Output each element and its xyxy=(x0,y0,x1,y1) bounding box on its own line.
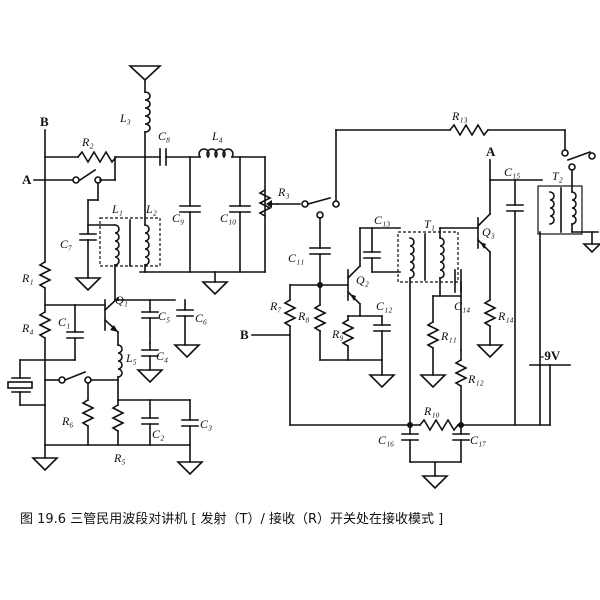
label-r3: R₃ xyxy=(277,185,290,199)
label-l4: L₄ xyxy=(211,129,223,143)
label-r1: R₁ xyxy=(21,271,34,285)
label-r14: R₁₄ xyxy=(497,309,514,323)
transformer-t2-primary xyxy=(549,191,555,225)
label-r6: R₆ xyxy=(61,414,74,428)
ground-left xyxy=(31,457,59,472)
label-c13: C₁₃ xyxy=(374,213,390,227)
resistor-r10 xyxy=(418,418,460,432)
figure-caption: 图 19.6 三管民用波段对讲机 [ 发射（T）/ 接收（R）开关处在接收模式 … xyxy=(20,512,444,527)
resistor-r6 xyxy=(81,398,95,428)
ground-c3 xyxy=(176,461,204,476)
ground-r14 xyxy=(476,344,504,359)
label-r12: R₁₂ xyxy=(467,372,484,386)
node-a-left: A xyxy=(22,172,32,187)
label-r2: R₂ xyxy=(81,135,94,149)
capacitor-c8 xyxy=(159,148,167,166)
label-c15: C₁₅ xyxy=(504,165,520,179)
label-q2: Q₂ xyxy=(356,273,369,287)
label-r4: R₄ xyxy=(21,321,34,335)
potentiometer-r3 xyxy=(258,188,272,218)
label-c3: C₃ xyxy=(200,417,212,431)
transistor-q2 xyxy=(346,264,362,306)
resistor-r2 xyxy=(76,150,118,164)
resistor-r4 xyxy=(38,310,52,340)
inductor-l1 xyxy=(114,224,120,266)
label-l3: L₃ xyxy=(119,111,131,125)
resistor-r9 xyxy=(341,318,355,348)
transformer-t1-secondary xyxy=(439,237,445,279)
crystal xyxy=(7,377,33,393)
inductor-l3 xyxy=(144,91,151,133)
label-c12: C₁₂ xyxy=(376,299,392,313)
ground-c4 xyxy=(136,369,164,384)
label-c6: C₆ xyxy=(195,311,207,325)
ground-t2 xyxy=(582,243,600,254)
ground-bottom xyxy=(421,475,449,490)
inductor-l5 xyxy=(117,344,123,378)
label-c2: C₂ xyxy=(152,427,164,441)
resistor-r8 xyxy=(313,303,327,333)
ground-c6 xyxy=(173,344,201,359)
node-a-right: A xyxy=(486,144,496,159)
resistor-r1 xyxy=(38,260,52,290)
label-r10: R₁₀ xyxy=(423,404,440,418)
resistor-r14 xyxy=(483,298,497,328)
node-b-left: B xyxy=(40,114,49,129)
label-t1: T₁ xyxy=(424,217,435,231)
resistor-r13 xyxy=(448,123,490,137)
ground-r11 xyxy=(419,374,447,389)
label-c10: C₁₀ xyxy=(220,211,236,225)
inductor-l2 xyxy=(144,224,150,266)
transistor-q3 xyxy=(476,212,492,254)
label-l5: L₅ xyxy=(125,351,137,365)
label-r13: R₁₃ xyxy=(451,109,468,123)
ground-c12 xyxy=(368,374,396,389)
label-q3: Q₃ xyxy=(482,225,495,239)
transformer-t2-secondary xyxy=(571,191,577,225)
label-c5: C₅ xyxy=(158,309,170,323)
label-c11: C₁₁ xyxy=(288,251,304,265)
label-c7: C₇ xyxy=(60,237,72,251)
antenna xyxy=(127,65,163,93)
node-b-mid: B xyxy=(240,327,249,342)
transformer-t1-primary xyxy=(409,237,415,279)
label-t2: T₂ xyxy=(552,169,563,183)
resistor-r11 xyxy=(426,320,440,350)
label-c1: C₁ xyxy=(58,315,70,329)
label-c9: C₉ xyxy=(172,211,184,225)
label-l2: L₂ xyxy=(145,202,157,216)
ground-c7 xyxy=(74,277,102,292)
label-r5: R₅ xyxy=(113,451,126,465)
label-c14: C₁₄ xyxy=(454,299,470,313)
label-c8: C₈ xyxy=(158,129,170,143)
ground-l4 xyxy=(201,281,229,296)
resistor-r12 xyxy=(454,358,468,388)
resistor-r7 xyxy=(283,298,297,328)
label-c17: C₁₇ xyxy=(470,433,486,447)
node-supply: -9V xyxy=(540,348,561,363)
inductor-l4 xyxy=(198,148,234,159)
label-r7: R₇ xyxy=(269,299,282,313)
label-r11: R₁₁ xyxy=(440,329,457,343)
label-r8: R₈ xyxy=(297,309,310,323)
label-c16: C₁₆ xyxy=(378,433,394,447)
resistor-r5 xyxy=(111,403,125,433)
label-l1: L₁ xyxy=(111,202,123,216)
label-r9: R₉ xyxy=(331,327,344,341)
label-c4: C₄ xyxy=(156,349,168,363)
